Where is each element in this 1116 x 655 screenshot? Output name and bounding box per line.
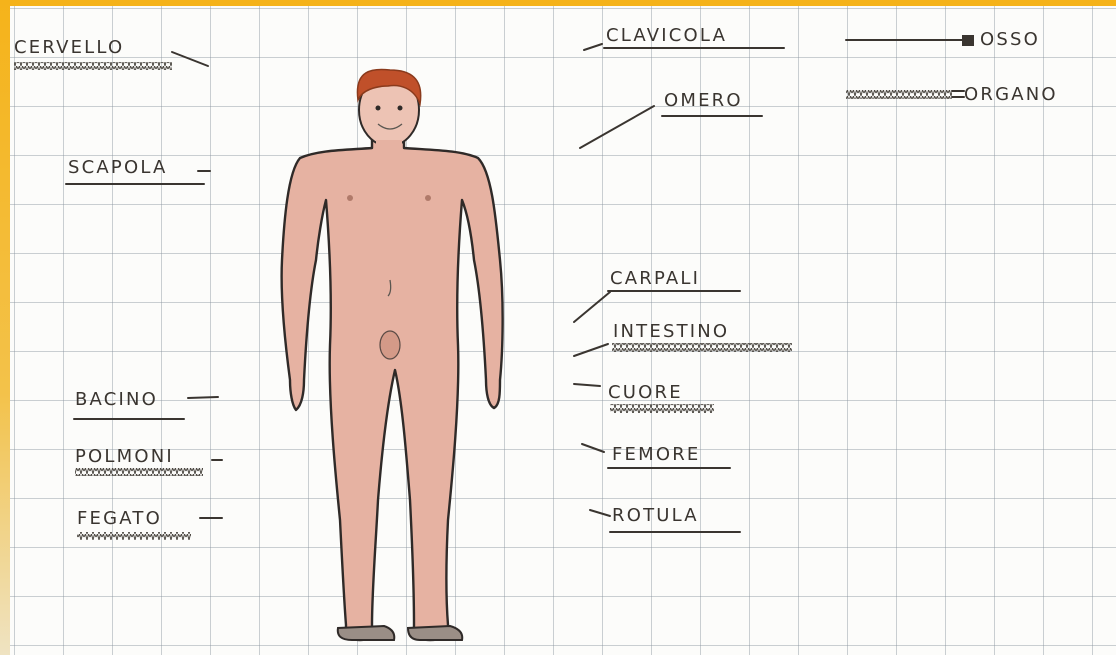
label-scapola-text: SCAPOLA: [68, 157, 168, 178]
neck: [376, 140, 402, 152]
pointer-line: [582, 444, 604, 452]
legend: OSSO ORGANO: [846, 29, 1058, 105]
label-omero-text: OMERO: [664, 90, 743, 111]
foot-left: [338, 626, 395, 640]
pointer-line: [574, 344, 608, 356]
eye-left: [376, 106, 381, 111]
label-bacino: BACINO: [74, 389, 218, 419]
label-bacino-text: BACINO: [75, 389, 158, 410]
pointer-line: [188, 397, 218, 398]
organ-underline: [14, 62, 172, 70]
legend-equals-mark: [962, 35, 974, 46]
label-carpali-text: CARPALI: [610, 268, 700, 289]
label-rotula: ROTULA: [590, 505, 740, 532]
label-polmoni: POLMONI: [75, 446, 222, 476]
foot-right: [408, 626, 462, 640]
groin: [380, 331, 400, 359]
pointer-line: [172, 52, 208, 66]
pointer-line: [574, 292, 610, 322]
organ-underline: [75, 468, 203, 476]
label-cuore-text: CUORE: [608, 382, 683, 403]
label-fegato: FEGATO: [77, 508, 222, 540]
pointer-line: [590, 510, 610, 516]
human-figure: [282, 69, 503, 640]
legend-organ-line: [846, 90, 952, 99]
label-clavicola-text: CLAVICOLA: [606, 25, 727, 46]
label-fegato-text: FEGATO: [77, 508, 162, 529]
label-femore-text: FEMORE: [612, 444, 701, 465]
label-intestino: INTESTINO: [574, 321, 792, 356]
label-rotula-text: ROTULA: [612, 505, 699, 526]
pointer-line: [580, 106, 654, 148]
legend-bone: OSSO: [846, 29, 1040, 50]
body-silhouette: [282, 135, 503, 640]
pointer-line: [574, 384, 600, 386]
legend-bone-text: OSSO: [980, 29, 1040, 50]
label-omero: OMERO: [580, 90, 762, 148]
label-cervello-text: CERVELLO: [14, 37, 124, 58]
label-cuore: CUORE: [574, 382, 714, 413]
nipple-right: [425, 195, 431, 201]
label-femore: FEMORE: [582, 444, 730, 468]
label-cervello: CERVELLO: [14, 37, 208, 70]
organ-underline: [612, 343, 792, 352]
label-carpali: CARPALI: [574, 268, 740, 322]
legend-organ-text: ORGANO: [964, 84, 1058, 105]
eye-right: [398, 106, 403, 111]
legend-organ: ORGANO: [846, 84, 1058, 105]
pointer-line: [584, 44, 602, 50]
organ-underline: [77, 532, 191, 540]
nipple-left: [347, 195, 353, 201]
label-intestino-text: INTESTINO: [613, 321, 729, 342]
label-clavicola: CLAVICOLA: [584, 25, 784, 50]
label-polmoni-text: POLMONI: [75, 446, 174, 467]
organ-underline: [610, 404, 714, 413]
label-scapola: SCAPOLA: [66, 157, 210, 184]
